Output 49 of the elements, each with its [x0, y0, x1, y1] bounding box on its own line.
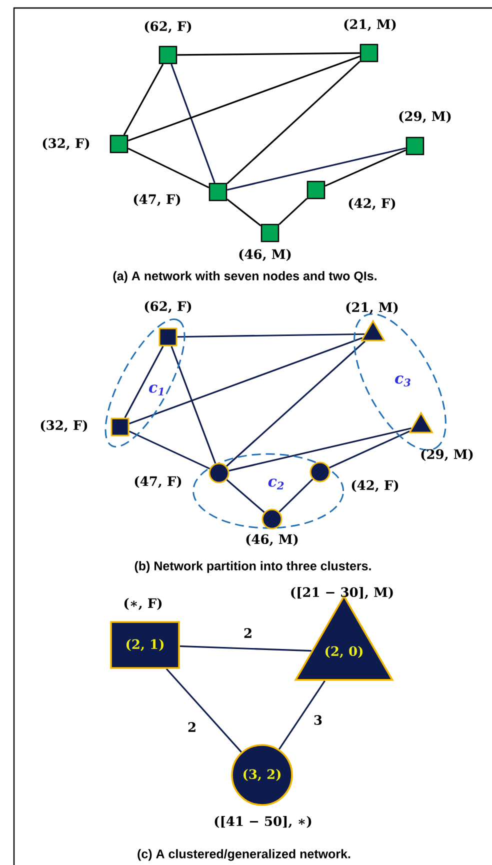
node-label: (62, F) [144, 21, 192, 34]
edge-label: 2 [242, 627, 254, 639]
edge [128, 430, 210, 470]
cluster-label: c$_{3}$ [395, 376, 410, 386]
node-label: (42, F) [352, 480, 398, 492]
cluster-label: c$_{1}$ [149, 384, 164, 396]
edge [278, 680, 326, 750]
edge [166, 668, 242, 753]
node-label: (46, M) [246, 534, 298, 546]
edge [226, 340, 366, 467]
node-label: (29, M) [421, 449, 473, 462]
edge [226, 198, 262, 226]
cluster-box: (2, 1) [110, 621, 180, 669]
edge [228, 427, 412, 472]
edge-label: 3 [312, 714, 324, 726]
edge [329, 430, 410, 468]
edge [123, 64, 164, 136]
node-label: (∗, F) [124, 598, 162, 610]
node-label: (21, M) [346, 302, 398, 314]
edge [226, 60, 360, 184]
caption: (c) A clustered/generalized network. [138, 849, 350, 861]
edge [128, 56, 360, 142]
edge [324, 149, 406, 187]
caption: (a) A network with seven nodes and two QIs. [113, 271, 376, 283]
edge [278, 198, 308, 226]
edge-label: 2 [186, 721, 198, 733]
node-label: ([41 − 50], ∗) [214, 816, 312, 828]
cluster-label: c$_{2}$ [268, 478, 284, 490]
edge [177, 52, 360, 56]
edge [278, 478, 314, 512]
node-label: (62, F) [144, 301, 192, 314]
node-label: (29, M) [399, 111, 451, 124]
caption: (b) Network partition into three clusters. [134, 561, 371, 573]
edge [170, 64, 216, 184]
edge [124, 346, 164, 418]
edge [170, 346, 216, 464]
edge [226, 479, 265, 513]
node-label: (47, F) [134, 194, 180, 206]
node-label: (42, F) [348, 198, 396, 210]
node-label: (21, M) [344, 19, 396, 32]
edge [128, 337, 363, 424]
node-label: (32, F) [40, 420, 88, 432]
edge [180, 645, 312, 652]
edge [128, 148, 210, 188]
edge [226, 147, 406, 191]
edge [177, 333, 365, 338]
node-label: (46, M) [239, 249, 291, 262]
node-label: (47, F) [134, 476, 182, 488]
node-label: (32, F) [42, 138, 90, 150]
